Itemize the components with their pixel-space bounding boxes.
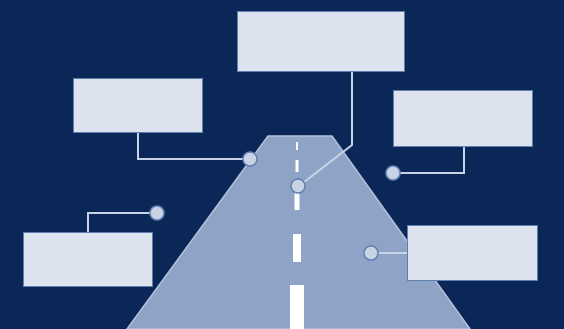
- lane-dash: [290, 285, 304, 329]
- lane-dash: [293, 234, 301, 262]
- callout-box-lower-left: [23, 232, 153, 287]
- connector-dot-upper-right: [386, 166, 400, 180]
- connector-dot-top: [291, 179, 305, 193]
- callout-box-top: [237, 11, 405, 72]
- callout-box-lower-right: [407, 225, 538, 281]
- connector-dot-lower-right: [364, 246, 378, 260]
- connector-dot-upper-left: [243, 152, 257, 166]
- callout-box-upper-right: [393, 90, 533, 147]
- lane-dash: [295, 192, 300, 210]
- callout-box-upper-left: [73, 78, 203, 133]
- lane-dash: [296, 142, 298, 150]
- connector-upper-left: [138, 133, 249, 159]
- connector-dot-lower-left: [150, 206, 164, 220]
- connector-lower-left: [88, 213, 156, 232]
- lane-dash: [296, 160, 299, 172]
- connector-upper-right: [393, 147, 464, 173]
